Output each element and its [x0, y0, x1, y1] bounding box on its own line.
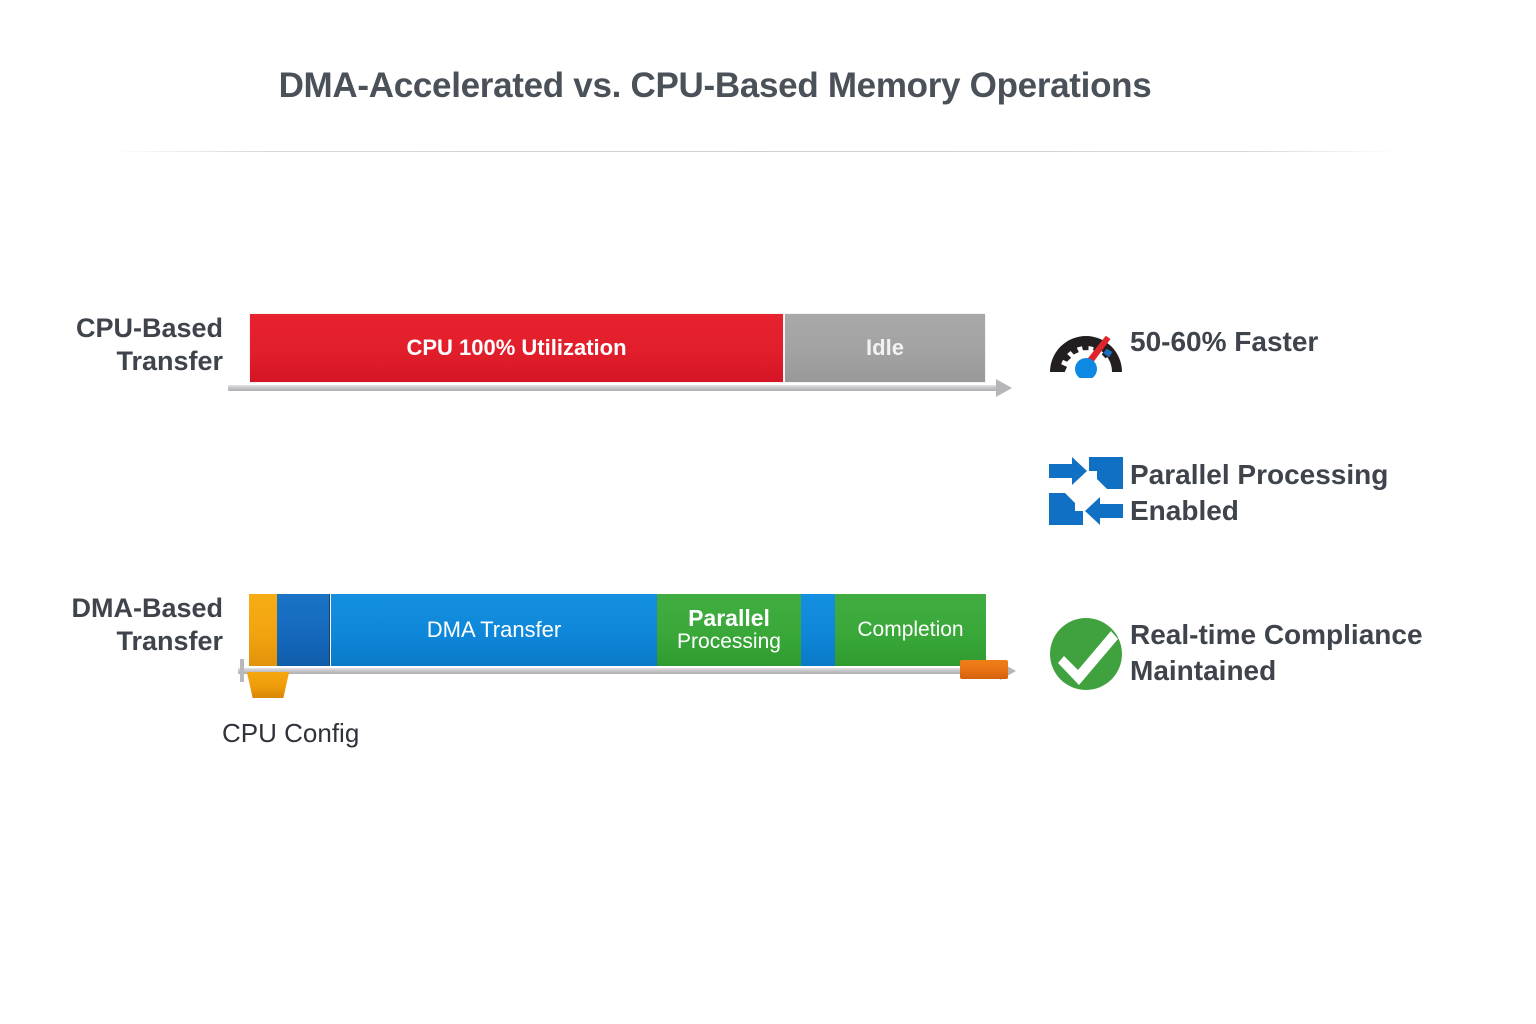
- gauge-icon: [1042, 312, 1130, 378]
- segment-parallel-processing-label-bottom: Processing: [677, 630, 781, 654]
- title-divider: [110, 151, 1400, 152]
- benefit-item-parallel-processing[interactable]: Parallel Processing Enabled: [1042, 455, 1388, 529]
- parallel-arrows-icon: [1042, 455, 1130, 527]
- segment-dma-transfer-label: DMA Transfer: [426, 616, 562, 642]
- row-label-cpu-based-transfer: CPU-Based Transfer: [75, 313, 223, 376]
- segment-parallel-processing[interactable]: Parallel Processing: [657, 594, 801, 666]
- segment-sync[interactable]: [801, 594, 835, 666]
- segment-setup[interactable]: [277, 594, 330, 666]
- row-label-dma-based-transfer: DMA-Based Transfer: [71, 593, 223, 656]
- page-title: DMA-Accelerated vs. CPU-Based Memory Ope…: [278, 66, 1152, 105]
- check-circle-icon: [1042, 615, 1130, 693]
- dma-timeline-axis: [238, 668, 1006, 674]
- segment-completion-label: Completion: [857, 618, 964, 642]
- cpu-timeline-axis: [228, 385, 1000, 391]
- benefit-item-speed[interactable]: 50-60% Faster: [1042, 312, 1318, 378]
- cpu-config-caption: CPU Config: [222, 718, 360, 748]
- segment-idle[interactable]: Idle: [784, 313, 986, 383]
- benefit-item-compliance-label: Real-time Compliance Maintained: [1130, 619, 1423, 686]
- cpu-based-transfer-bar: CPU 100% Utilization Idle: [249, 313, 986, 383]
- dma-timeline-start-tick: [240, 659, 244, 682]
- segment-parallel-processing-label-top: Parallel: [688, 605, 770, 632]
- benefit-item-compliance[interactable]: Real-time Compliance Maintained: [1042, 615, 1423, 693]
- cpu-timeline-arrow-icon: [996, 379, 1012, 397]
- segment-cpu-utilization-label: CPU 100% Utilization: [406, 334, 627, 360]
- segment-completion[interactable]: Completion: [835, 594, 986, 666]
- segment-dma-transfer[interactable]: DMA Transfer: [331, 594, 657, 666]
- segment-cpu-utilization[interactable]: CPU 100% Utilization: [249, 313, 784, 383]
- benefit-item-speed-label: 50-60% Faster: [1130, 326, 1319, 357]
- dma-based-transfer-bar: DMA Transfer Parallel Processing Complet…: [249, 594, 986, 666]
- segment-cpu-config[interactable]: [249, 594, 277, 666]
- benefit-item-parallel-processing-label: Parallel Processing Enabled: [1130, 459, 1389, 526]
- cpu-config-callout-marker-icon: [246, 672, 290, 698]
- segment-idle-label: Idle: [866, 334, 904, 360]
- dma-timeline-end-marker: [960, 660, 1008, 679]
